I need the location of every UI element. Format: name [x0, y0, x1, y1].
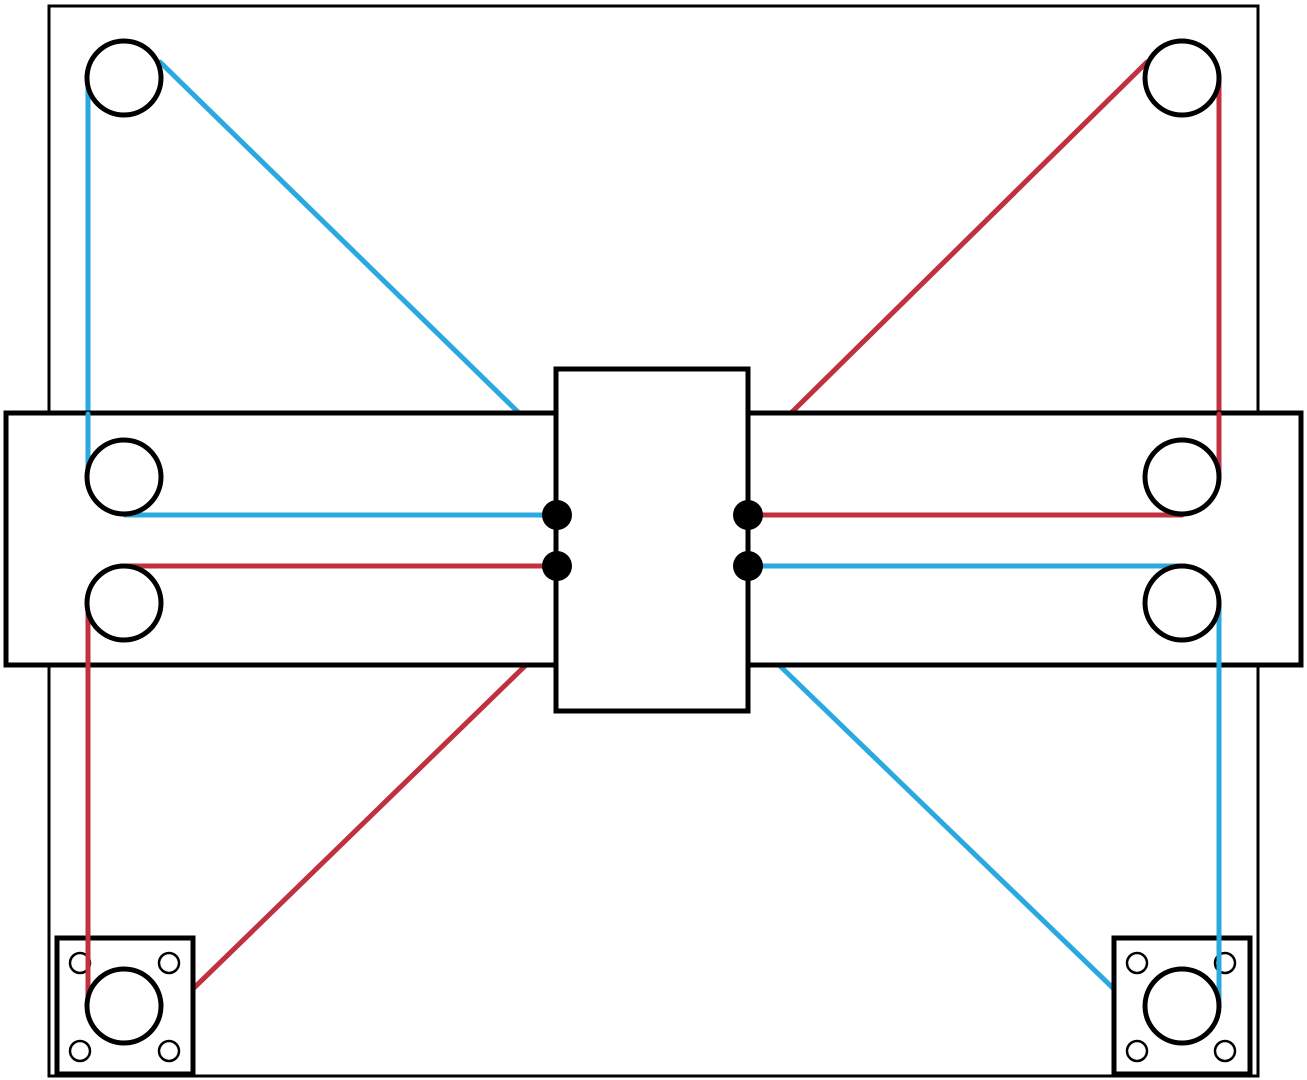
belt-a-diagonal-top-right: [787, 59, 1150, 417]
mount-hole: [1125, 1039, 1149, 1063]
motor-mount-bottom-left: [54, 935, 196, 1077]
pulley-rail-left-lower: [84, 563, 164, 643]
belt-b-diagonal-top-left: [157, 59, 523, 417]
pulley-motor-bottom-right: [1142, 966, 1222, 1046]
belt-anchor-right-upper: [733, 500, 763, 530]
belt-anchor-left-upper: [542, 500, 572, 530]
mount-hole: [157, 1039, 181, 1063]
carriage: [553, 366, 751, 714]
pulley-rail-right-upper: [1142, 437, 1222, 517]
mount-hole: [1213, 1039, 1237, 1063]
belt-anchor-right-lower: [733, 551, 763, 581]
belt-b-diagonal-bottom-right: [777, 663, 1149, 1023]
mount-hole: [157, 951, 181, 975]
belt-a-diagonal-bottom-left: [158, 663, 528, 1023]
pulley-rail-left-upper: [84, 437, 164, 517]
pulley-motor-bottom-left: [84, 966, 164, 1046]
mount-hole: [1125, 951, 1149, 975]
belt-anchor-left-lower: [542, 551, 572, 581]
pulley-top-left: [84, 38, 164, 118]
mount-hole: [68, 1039, 92, 1063]
pulley-top-right: [1142, 38, 1222, 118]
pulley-rail-right-lower: [1142, 563, 1222, 643]
